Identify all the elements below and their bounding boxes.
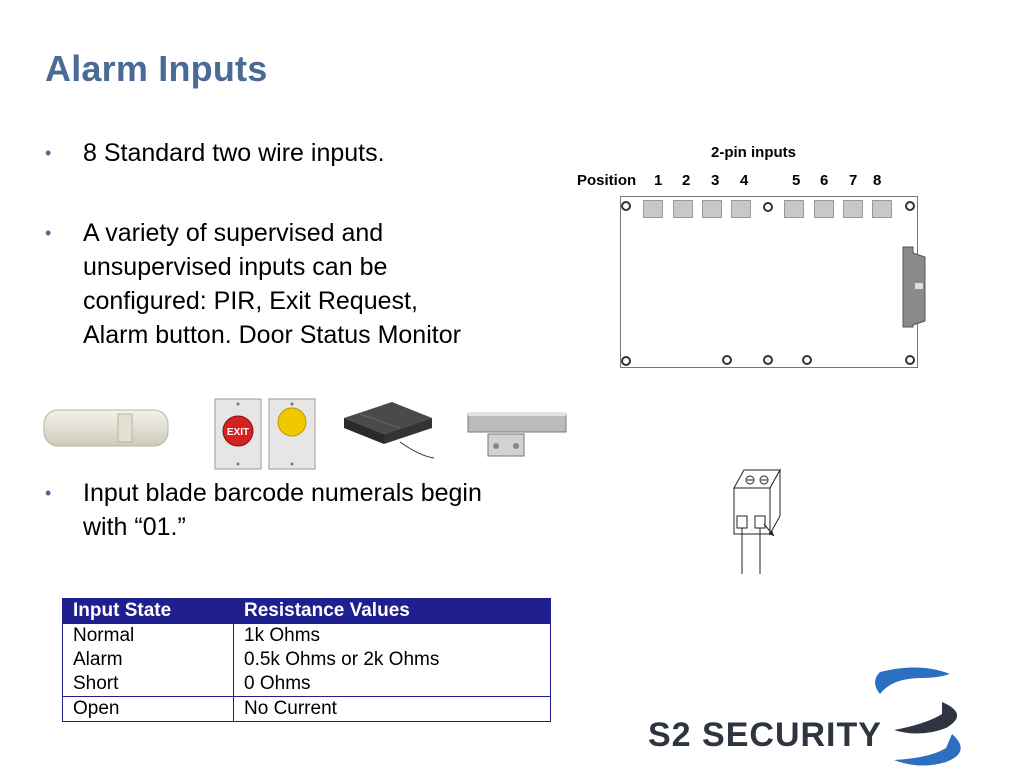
mounting-hole [905,201,915,211]
page-title: Alarm Inputs [45,48,268,89]
table-cell: Open [62,696,234,722]
table-header-row: Input State Resistance Values [62,598,551,624]
resistance-table: Input State Resistance Values Normal Ala… [62,598,551,722]
input-pin [731,200,751,218]
table-header-cell: Resistance Values [233,598,551,624]
mounting-hole [621,201,631,211]
bullet-icon: • [45,143,52,163]
mounting-hole [802,355,812,365]
input-pin [673,200,693,218]
bullet-text: A variety of supervised and unsupervised… [83,219,461,349]
exit-label: EXIT [227,427,249,438]
bullet-text: Input blade barcode numerals begin with … [83,479,482,541]
mounting-hole [722,355,732,365]
table-header-cell: Input State [62,598,234,624]
table-cell: Normal Alarm Short [62,623,234,697]
diagram-title: 2-pin inputs [711,144,796,161]
input-pin [702,200,722,218]
terminal-block-diagram [733,468,781,574]
logo-swoosh-icon [875,667,961,766]
table-row: Normal Alarm Short 1k Ohms 0.5k Ohms or … [62,623,551,697]
table-cell: 1k Ohms 0.5k Ohms or 2k Ohms 0 Ohms [233,623,551,697]
table-row: Open No Current [62,696,551,722]
mounting-hole [763,355,773,365]
bullet-icon: • [45,483,52,503]
position-number: 3 [711,172,720,189]
bullet-item: • Input blade barcode numerals begin wit… [45,476,485,544]
position-number: 8 [873,172,882,189]
position-number: 5 [792,172,801,189]
bullet-item: • 8 Standard two wire inputs. [45,136,485,170]
bullet-item: • A variety of supervised and unsupervis… [45,216,485,352]
edge-connector-icon [902,246,926,328]
input-board-diagram [620,196,926,368]
position-label: Position [577,172,637,189]
input-pin [872,200,892,218]
door-contact-image [344,402,435,459]
input-pin [643,200,663,218]
input-pin [843,200,863,218]
position-number: 6 [820,172,829,189]
bullet-icon: • [45,223,52,243]
mounting-hole [763,202,773,212]
magnetic-lock-image [467,412,567,457]
position-number: 4 [740,172,749,189]
table-cell: No Current [233,696,551,722]
position-number: 2 [682,172,691,189]
position-number: 7 [849,172,858,189]
logo-text: S2 SECURITY [648,716,882,754]
exit-button-image: EXIT [214,398,262,470]
position-number: 1 [654,172,663,189]
mounting-hole [621,356,631,366]
pir-sensor-image [43,409,169,447]
input-pin [784,200,804,218]
alarm-button-image [268,398,316,470]
input-pin [814,200,834,218]
bullet-text: 8 Standard two wire inputs. [83,139,385,167]
mounting-hole [905,355,915,365]
